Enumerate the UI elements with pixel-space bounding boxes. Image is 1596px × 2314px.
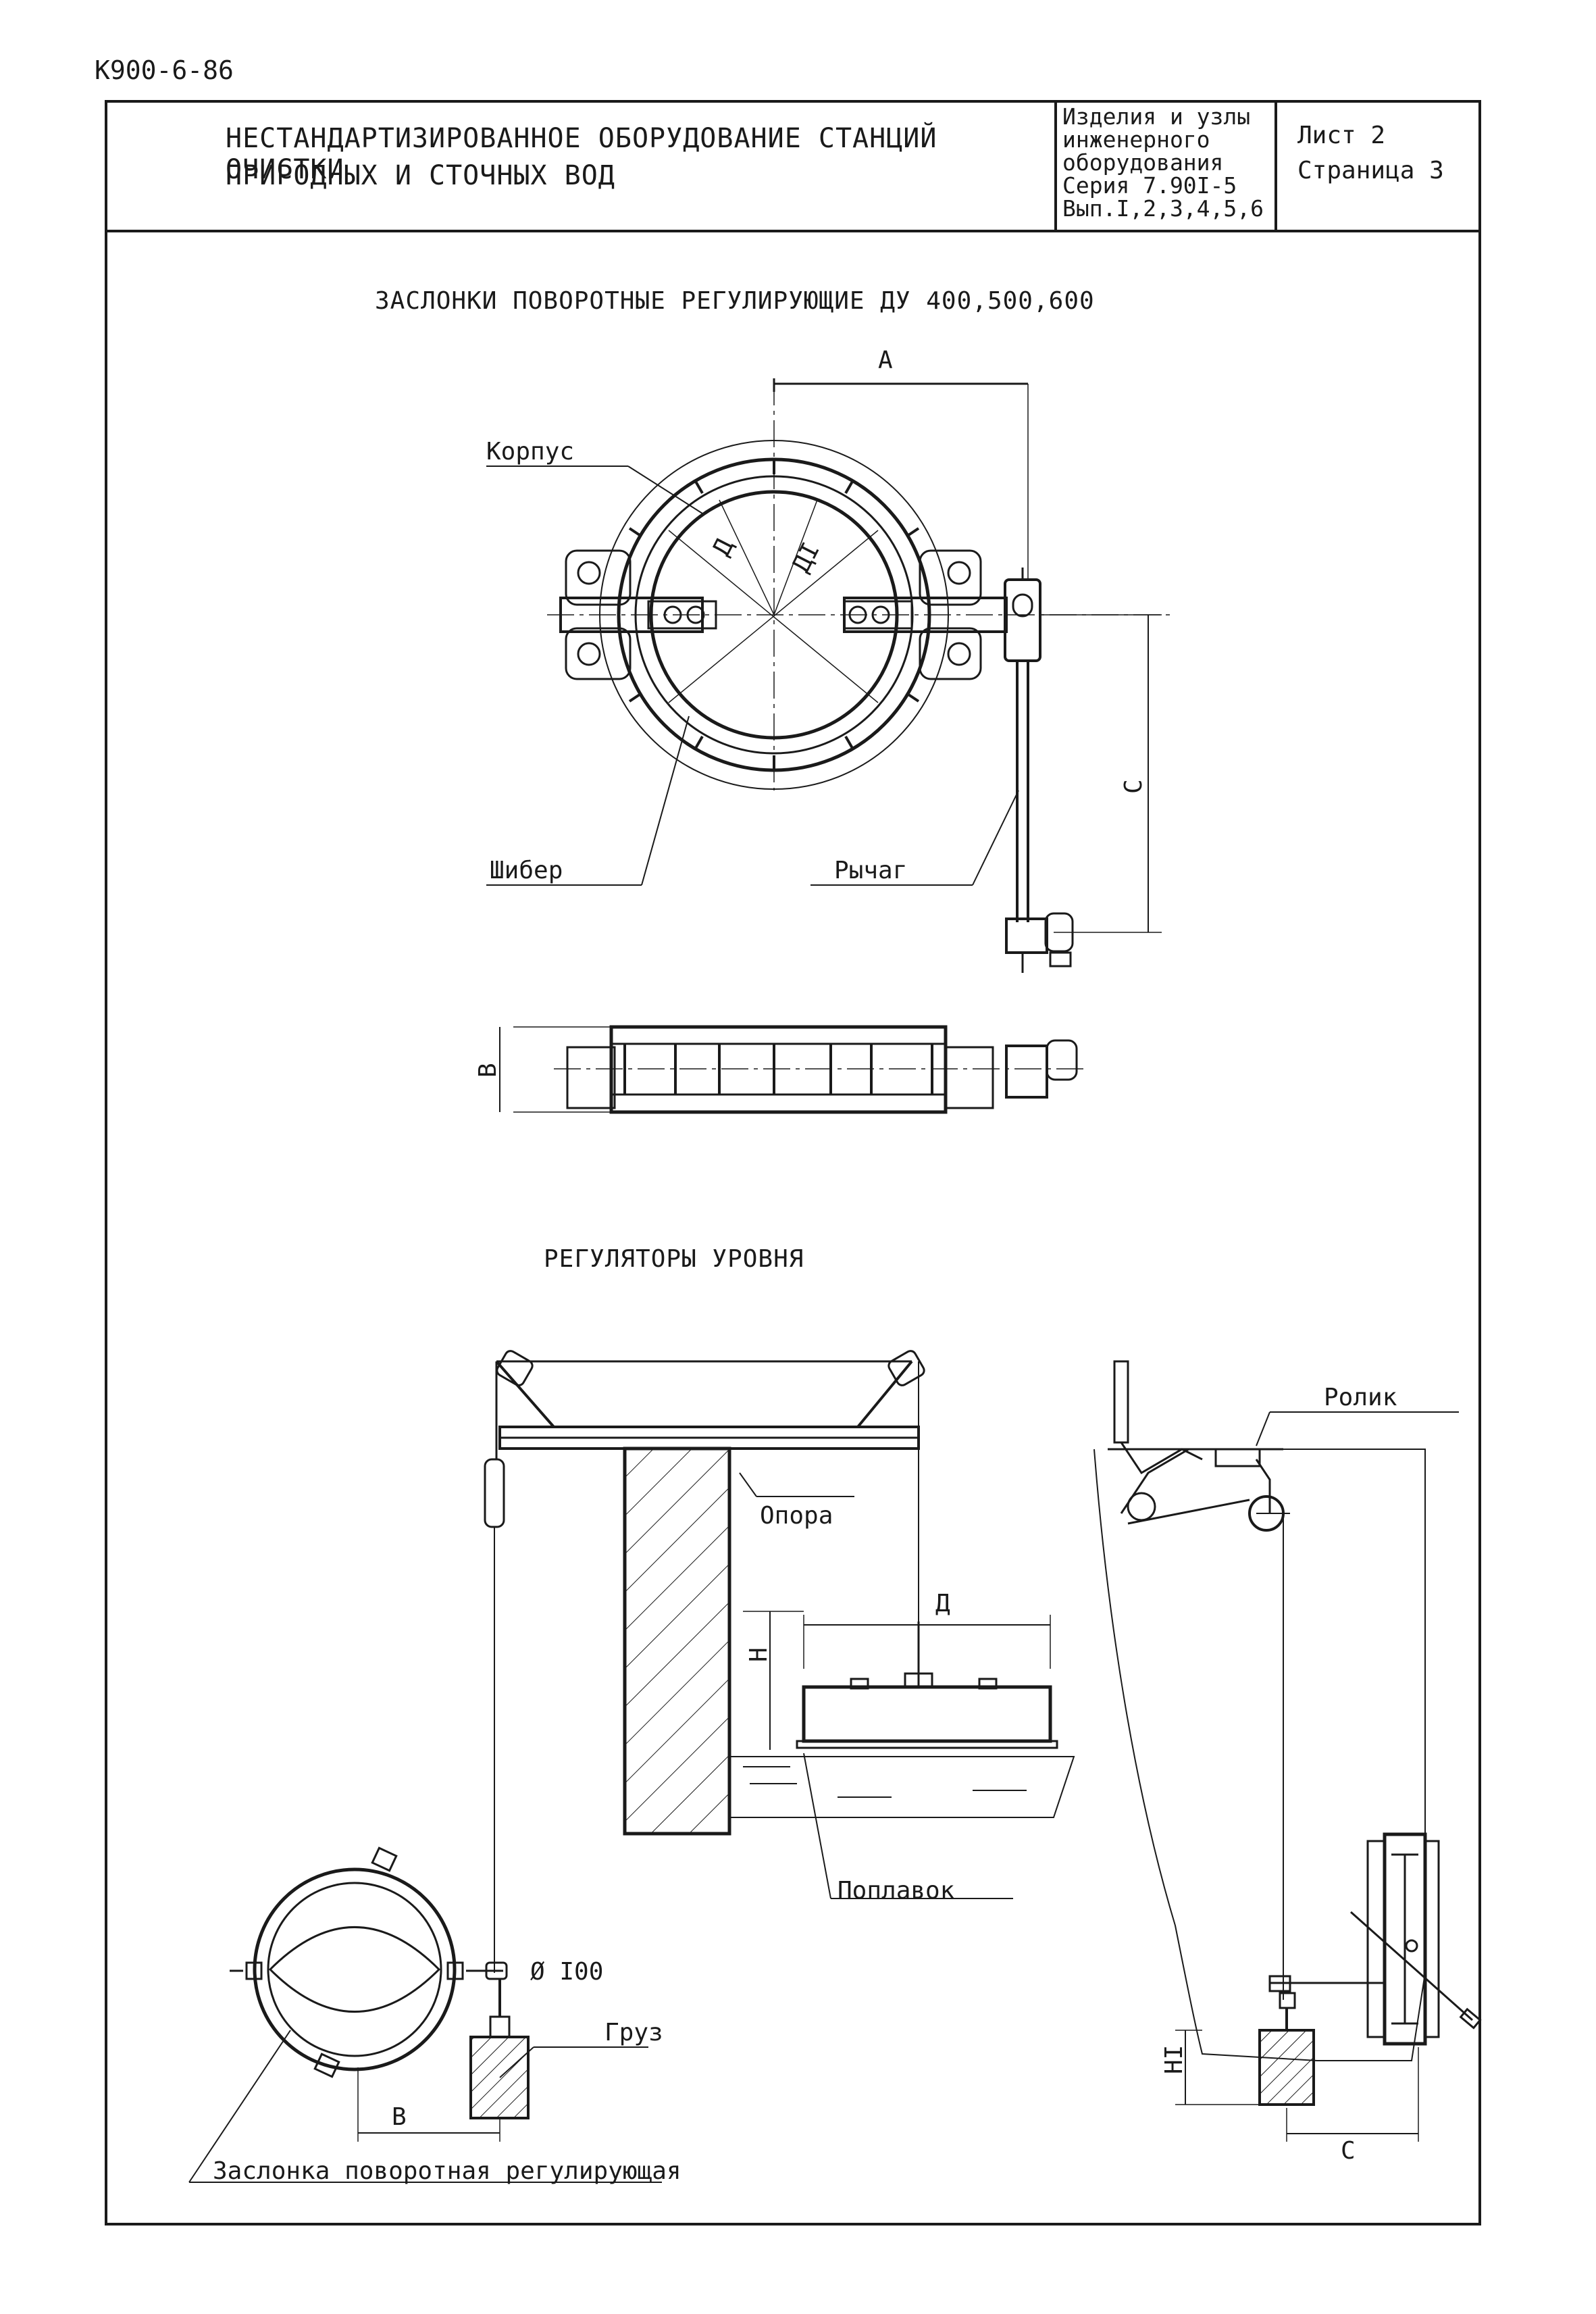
sheet-number: Лист 2 [1297,122,1386,149]
rotary-damper-weight [188,1846,662,2183]
title-block: НЕСТАНДАРТИЗИРОВАННОЕ ОБОРУДОВАНИЕ СТАНЦ… [107,103,1478,232]
level-regulator-center [484,1350,1075,1973]
dimension-b-label: В [474,1063,502,1078]
dimension-b-label-lower: В [392,2103,407,2131]
damper-side-view [499,1025,1087,1114]
gate-label: Шибер [490,857,563,884]
lever-label: Рычаг [834,857,907,884]
level-regulator-right [1093,1360,1482,2142]
drawing-frame: НЕСТАНДАРТИЗИРОВАННОЕ ОБОРУДОВАНИЕ СТАНЦ… [105,100,1481,2225]
diameter-d1-label: ДI [788,538,825,576]
page-number: Страница 3 [1297,157,1444,184]
dimension-h-label: Н [745,1647,773,1662]
float-label: Поплавок [838,1877,955,1905]
title-cell: НЕСТАНДАРТИЗИРОВАННОЕ ОБОРУДОВАНИЕ СТАНЦ… [107,103,1057,230]
series-cell: Изделия и узлы инженерного оборудования … [1057,103,1277,230]
section-caption-dampers: ЗАСЛОНКИ ПОВОРОТНЫЕ РЕГУЛИРУЮЩИЕ ДУ 400,… [375,287,1095,315]
support-label: Опора [760,1502,833,1530]
series-line-4: Серия 7.90I-5 [1062,172,1237,199]
dimension-a-label: А [878,347,893,374]
diameter-label: Ø I00 [530,1958,603,1986]
section-caption-level-regulators: РЕГУЛЯТОРЫ УРОВНЯ [544,1245,804,1273]
weight-label: Груз [604,2019,663,2046]
dimension-c-label-lower: С [1341,2137,1356,2165]
body-label: Корпус [486,438,574,466]
sheet-cell: Лист 2 Страница 3 [1277,103,1480,230]
series-line-1: Изделия и узлы [1062,103,1251,130]
document-title-line-2: ПРИРОДНЫХ И СТОЧНЫХ ВОД [226,160,615,191]
damper-label: Заслонка поворотная регулирующая [213,2157,681,2185]
document-code: К900-6-86 [95,55,234,85]
damper-plan-view [486,378,1175,973]
dimension-h1-label: НI [1160,2045,1188,2074]
series-line-2: инженерного [1062,126,1210,153]
diameter-d-label: Д [708,534,740,560]
series-line-3: оборудования [1062,149,1224,176]
dimension-c-label: С [1120,779,1148,794]
document-title-line-1: НЕСТАНДАРТИЗИРОВАННОЕ ОБОРУДОВАНИЕ СТАНЦ… [226,123,937,185]
roller-label: Ролик [1324,1384,1397,1411]
dimension-d-label: Д [935,1590,950,1617]
series-line-5: Вып.I,2,3,4,5,6 [1062,195,1264,222]
